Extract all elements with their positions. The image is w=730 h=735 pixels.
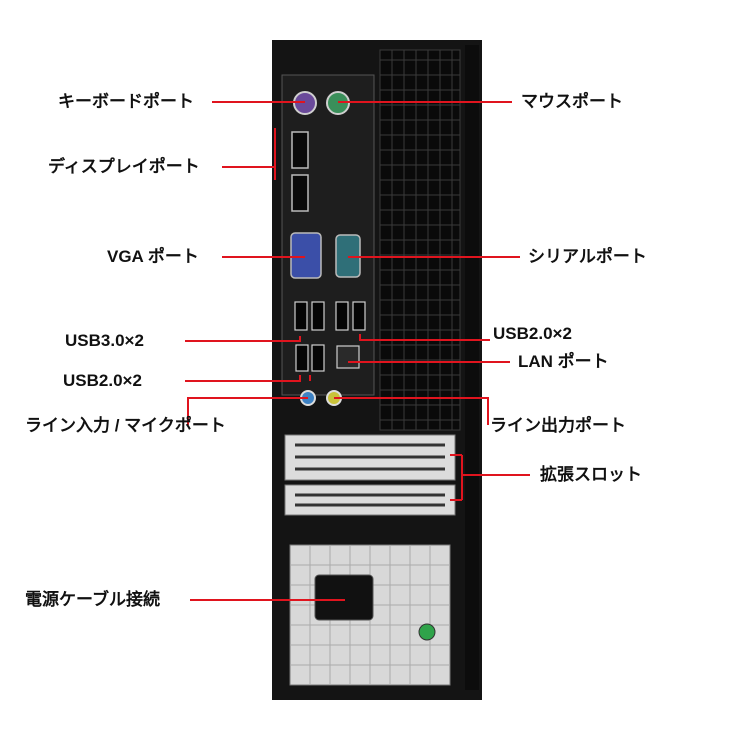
usb-ports-lower bbox=[295, 344, 325, 372]
power-inlet bbox=[314, 574, 374, 621]
vent-grille bbox=[379, 49, 461, 431]
lan-connector bbox=[336, 345, 360, 369]
power-led bbox=[418, 623, 436, 641]
chassis-side-edge bbox=[465, 45, 479, 690]
label-line-out: ライン出力ポート bbox=[490, 416, 626, 435]
label-vga-port: VGA ポート bbox=[107, 247, 199, 266]
displayport-connector-1 bbox=[291, 131, 309, 169]
displayport-connector-2 bbox=[291, 174, 309, 212]
usb-ports-upper bbox=[294, 301, 366, 331]
label-lan-port: LAN ポート bbox=[518, 352, 609, 371]
label-usb3-x2: USB3.0×2 bbox=[65, 331, 144, 350]
power-supply-unit bbox=[289, 544, 451, 686]
label-mouse-port: マウスポート bbox=[521, 92, 623, 111]
label-expansion-slot: 拡張スロット bbox=[540, 465, 642, 484]
label-display-port: ディスプレイポート bbox=[48, 157, 200, 176]
label-usb2-x2-right: USB2.0×2 bbox=[493, 324, 572, 343]
label-keyboard-port: キーボードポート bbox=[58, 92, 194, 111]
label-power-cable: 電源ケーブル接続 bbox=[25, 590, 160, 609]
vga-connector bbox=[290, 232, 322, 279]
label-usb2-x2-left: USB2.0×2 bbox=[63, 371, 142, 390]
label-line-in-mic: ライン入力 / マイクポート bbox=[25, 416, 226, 435]
label-serial-port: シリアルポート bbox=[528, 247, 647, 266]
pointer-lines bbox=[185, 101, 530, 601]
expansion-slots bbox=[284, 434, 456, 516]
